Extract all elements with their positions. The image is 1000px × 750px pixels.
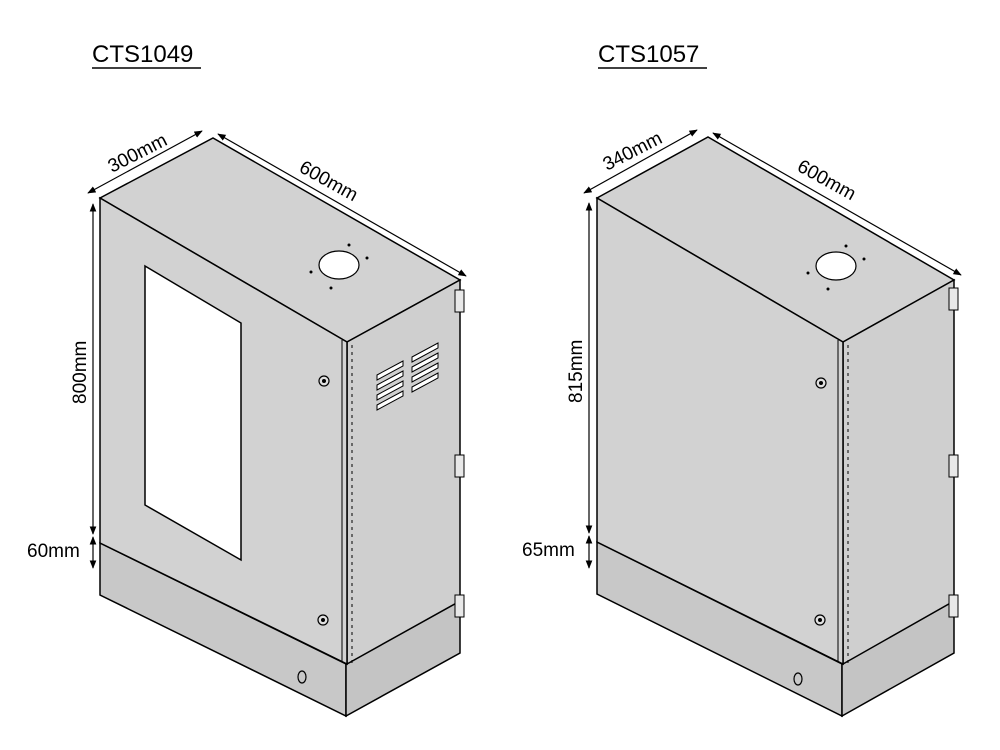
wall-brackets: [948, 287, 959, 618]
height-label: 800mm: [70, 341, 91, 404]
cable-entry-hole: [297, 670, 307, 684]
cabinet-model-label: CTS1049: [92, 41, 193, 68]
side-vents: [376, 342, 439, 411]
viewing-window: [144, 264, 242, 562]
door-lock: [317, 614, 329, 626]
cable-entry-hole: [793, 672, 803, 686]
plinth-label: 65mm: [522, 540, 575, 561]
side-panel: [842, 278, 955, 666]
door-lock: [815, 377, 827, 389]
height-label: 815mm: [566, 340, 587, 403]
plinth-label: 60mm: [27, 541, 80, 562]
cabinet-cts1049: CTS1049: [27, 41, 467, 718]
door-lock: [814, 614, 826, 626]
cabinet-model-label: CTS1057: [598, 41, 699, 68]
dimension-plinth: 60mm: [27, 536, 97, 569]
dimension-height: 815mm: [566, 202, 593, 534]
dimension-plinth: 65mm: [522, 535, 593, 569]
side-panel: [346, 278, 461, 666]
front-door: [596, 196, 844, 666]
dimension-height: 800mm: [70, 203, 97, 535]
cabinet-cts1057: CTS1057: [522, 41, 962, 718]
wall-brackets: [454, 289, 465, 618]
door-lock: [318, 375, 330, 387]
